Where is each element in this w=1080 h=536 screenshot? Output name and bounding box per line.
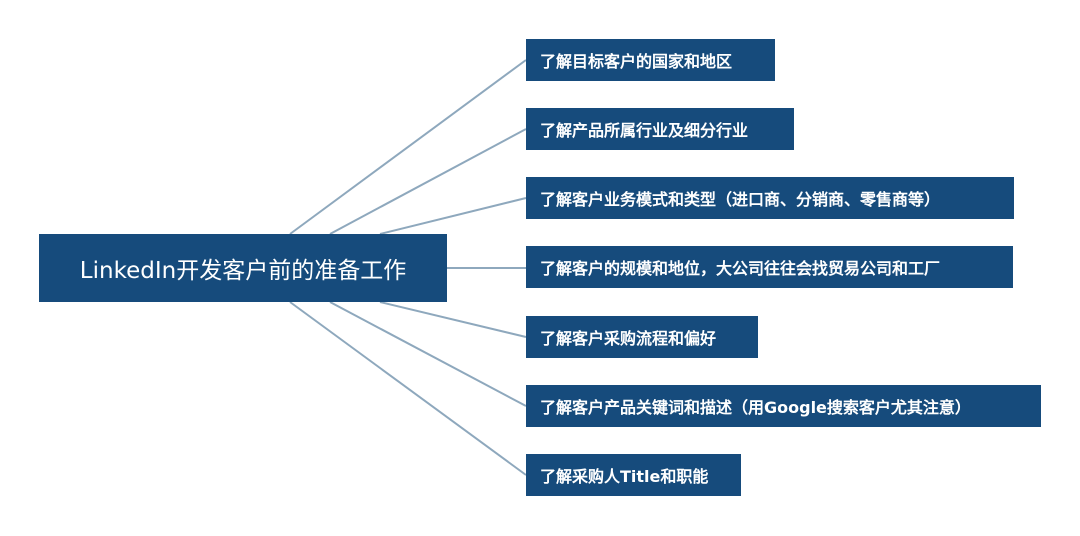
connector-line-1 (289, 59, 527, 235)
branch-node-label: 了解采购人Title和职能 (540, 467, 709, 486)
branch-node-label: 了解目标客户的国家和地区 (540, 52, 733, 71)
branch-node-1: 了解目标客户的国家和地区 (526, 39, 775, 81)
root-node-label: LinkedIn开发客户前的准备工作 (79, 258, 407, 284)
branch-node-3: 了解客户业务模式和类型（进口商、分销商、零售商等） (526, 177, 1014, 219)
branch-node-2: 了解产品所属行业及细分行业 (526, 108, 794, 150)
root-node: LinkedIn开发客户前的准备工作 (39, 234, 447, 302)
branch-node-label: 了解客户业务模式和类型（进口商、分销商、零售商等） (540, 190, 941, 209)
connector-line-5 (379, 301, 527, 338)
branch-node-7: 了解采购人Title和职能 (526, 454, 741, 496)
connector-line-6 (329, 301, 527, 407)
branch-node-4: 了解客户的规模和地位，大公司往往会找贸易公司和工厂 (526, 246, 1013, 288)
branch-node-label: 了解客户产品关键词和描述（用Google搜索客户尤其注意） (540, 398, 971, 417)
branch-node-label: 了解产品所属行业及细分行业 (540, 121, 749, 140)
connector-line-3 (379, 197, 527, 235)
branch-node-6: 了解客户产品关键词和描述（用Google搜索客户尤其注意） (526, 385, 1041, 427)
branch-node-label: 了解客户采购流程和偏好 (540, 329, 717, 348)
branch-node-label: 了解客户的规模和地位，大公司往往会找贸易公司和工厂 (540, 259, 941, 278)
connector-line-7 (289, 301, 527, 476)
branch-node-5: 了解客户采购流程和偏好 (526, 316, 758, 358)
connector-line-2 (329, 128, 527, 235)
